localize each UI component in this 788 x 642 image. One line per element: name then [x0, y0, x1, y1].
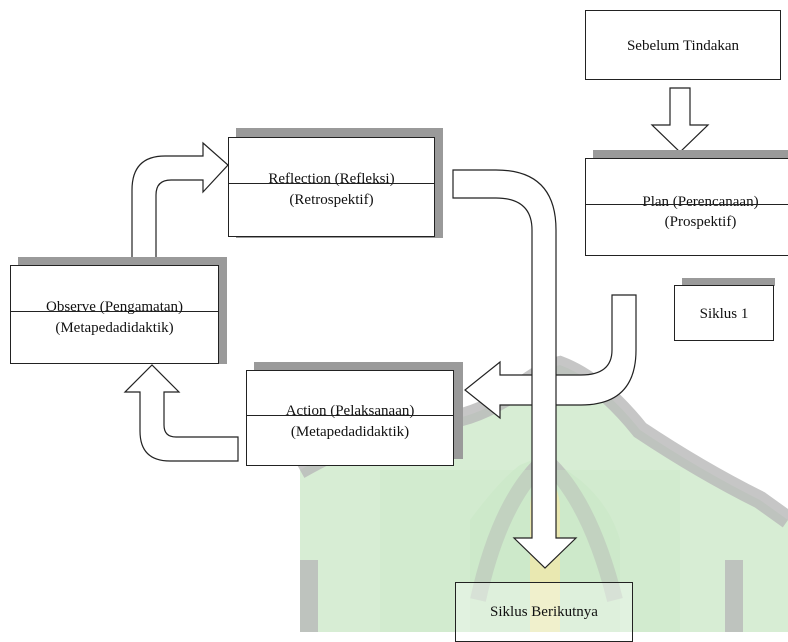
siklus-berikutnya-box: Siklus Berikutnya — [455, 582, 633, 642]
reflection-box: Reflection (Refleksi) (Retrospektif) — [228, 137, 435, 237]
siklus-berikutnya-label: Siklus Berikutnya — [490, 604, 598, 620]
siklus1-box: Siklus 1 — [674, 285, 774, 341]
observe-divider — [11, 311, 218, 312]
siklus1-label: Siklus 1 — [699, 306, 749, 322]
plan-label-line1: Plan (Perencanaan) — [642, 194, 759, 210]
action-label-line1: Action (Pelaksanaan) — [285, 403, 415, 419]
plan-box: Plan (Perencanaan) (Prospektif) — [585, 158, 788, 256]
reflection-label-line1: Reflection (Refleksi) — [268, 171, 395, 187]
sebelum-tindakan-label: Sebelum Tindakan — [626, 38, 740, 54]
action-divider — [247, 415, 453, 416]
action-label-line2: (Metapedadidaktik) — [290, 424, 410, 440]
arrow-reflection-to-next — [452, 169, 578, 569]
reflection-label-line2: (Retrospektif) — [289, 192, 374, 208]
plan-label-line2: (Prospektif) — [664, 214, 737, 230]
watermark-right-pillar — [725, 560, 743, 632]
sebelum-tindakan-box: Sebelum Tindakan — [585, 10, 781, 80]
action-box: Action (Pelaksanaan) (Metapedadidaktik) — [246, 370, 454, 466]
plan-divider — [586, 204, 788, 205]
observe-label-line1: Observe (Pengamatan) — [45, 299, 184, 315]
observe-label-line2: (Metapedadidaktik) — [55, 320, 174, 336]
reflection-divider — [229, 183, 434, 184]
arrow-action-to-observe — [123, 364, 239, 462]
arrow-sebelum-to-plan — [650, 87, 710, 153]
watermark-left-pillar — [300, 560, 318, 632]
siklus1-shadow — [682, 278, 775, 286]
arrow-observe-to-reflection — [131, 141, 229, 259]
observe-box: Observe (Pengamatan) (Metapedadidaktik) — [10, 265, 219, 364]
plan-shadow — [593, 150, 788, 160]
arrow-plan-to-action — [464, 294, 637, 420]
